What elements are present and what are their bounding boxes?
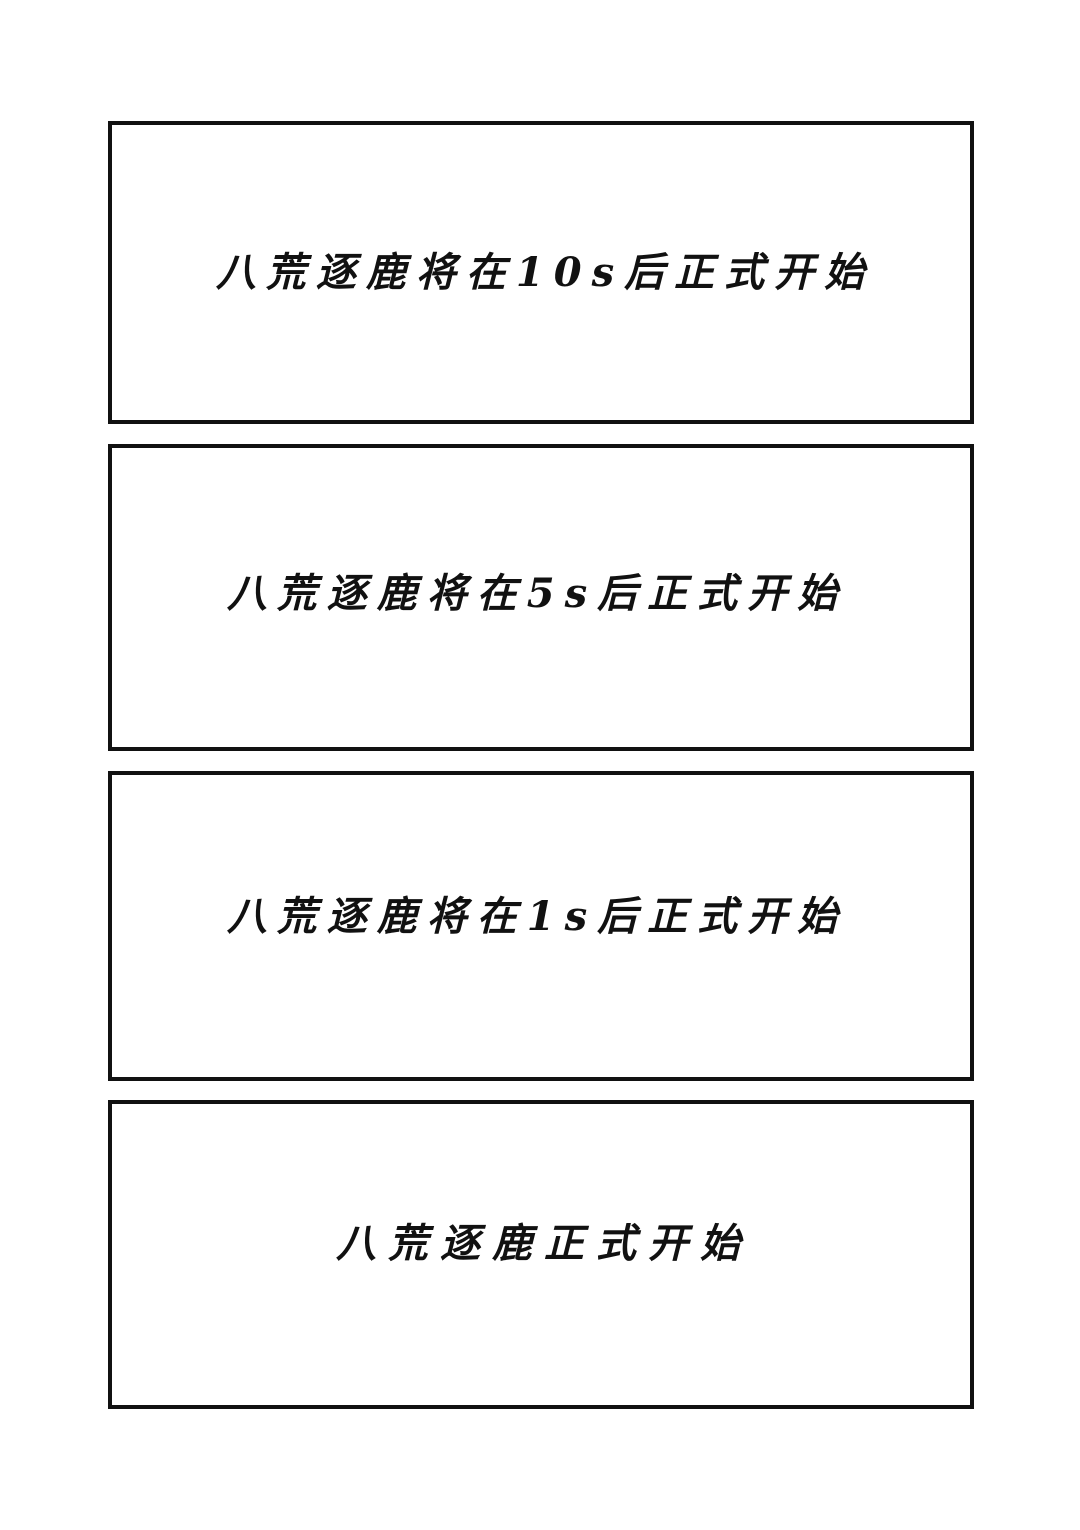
panel-caption: 八荒逐鹿将在1s后正式开始 [226, 893, 848, 940]
panel-caption: 八荒逐鹿将在5s后正式开始 [226, 569, 848, 617]
countdown-panel-10s: 八荒逐鹿将在10s后正式开始 [108, 121, 974, 424]
countdown-panel-1s: 八荒逐鹿将在1s后正式开始 [108, 771, 974, 1081]
panel-caption: 八荒逐鹿将在10s后正式开始 [215, 248, 875, 296]
panel-caption: 八荒逐鹿正式开始 [336, 1219, 752, 1267]
start-panel: 八荒逐鹿正式开始 [108, 1100, 974, 1409]
countdown-panel-5s: 八荒逐鹿将在5s后正式开始 [108, 444, 974, 751]
